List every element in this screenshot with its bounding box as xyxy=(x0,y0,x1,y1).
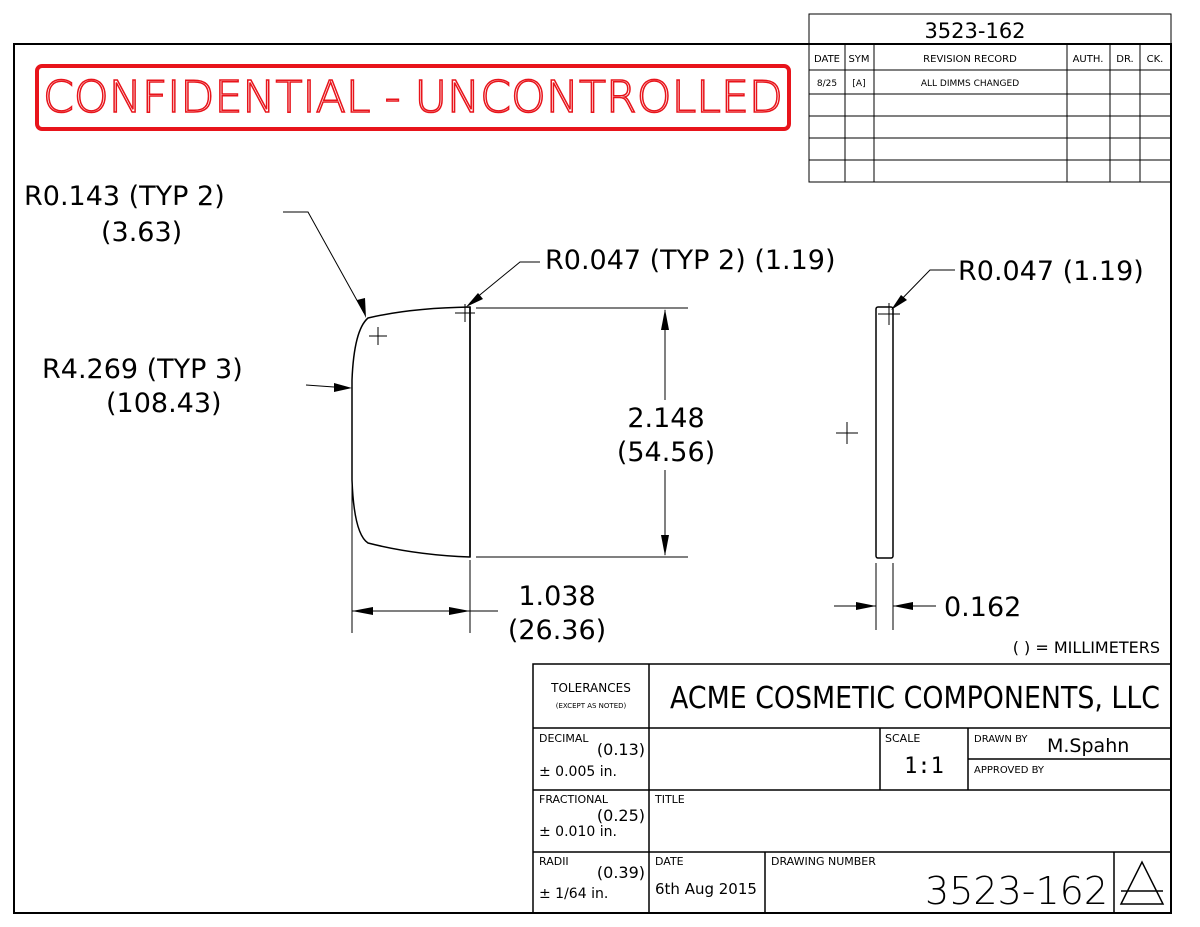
drawn-by-value: M.Spahn xyxy=(1047,735,1129,757)
revision-table: DATE SYM REVISION RECORD AUTH. DR. CK. 8… xyxy=(808,43,1172,183)
header-drawing-number: 3523-162 xyxy=(924,19,1025,43)
front-view xyxy=(351,304,688,633)
title-label: TITLE xyxy=(654,793,685,806)
date-value: 6th Aug 2015 xyxy=(655,880,757,898)
rev-header-date: DATE xyxy=(814,54,840,65)
callout-r0143-mm: (3.63) xyxy=(101,217,182,248)
title-block: TOLERANCES (EXCEPT AS NOTED) ACME COSMET… xyxy=(532,663,1172,914)
dim-width-mm: (26.36) xyxy=(508,615,606,646)
decimal-mm: (0.13) xyxy=(597,740,645,759)
rev-header-auth: AUTH. xyxy=(1073,54,1104,65)
except-label: (EXCEPT AS NOTED) xyxy=(556,702,627,710)
company-name: ACME COSMETIC COMPONENTS, LLC xyxy=(670,681,1160,716)
confidential-stamp-text: CONFIDENTIAL - UNCONTROLLED xyxy=(43,72,783,123)
rev-header-dr: DR. xyxy=(1116,54,1133,65)
callout-r4269: R4.269 (TYP 3) xyxy=(42,354,243,385)
radii-value: ± 1/64 in. xyxy=(539,886,608,902)
callout-r0047: R0.047 (1.19) xyxy=(958,256,1144,287)
dim-width: 1.038 xyxy=(518,581,595,612)
side-view xyxy=(834,269,955,630)
radii-label: RADII xyxy=(539,855,569,868)
confidential-stamp: CONFIDENTIAL - UNCONTROLLED xyxy=(35,64,791,131)
callout-r0143: R0.143 (TYP 2) xyxy=(24,181,225,212)
drawn-by-label: DRAWN BY xyxy=(974,734,1028,745)
rev-header-record: REVISION RECORD xyxy=(923,54,1017,65)
dim-height-mm: (54.56) xyxy=(617,437,715,468)
rev-row-date: 8/25 xyxy=(817,79,837,89)
rev-row-description: ALL DIMMS CHANGED xyxy=(921,79,1019,89)
decimal-value: ± 0.005 in. xyxy=(539,764,617,780)
approved-by-label: APPROVED BY xyxy=(974,765,1045,776)
side-view-outline xyxy=(875,306,894,559)
drawing-number-label: DRAWING NUMBER xyxy=(771,855,876,868)
date-label: DATE xyxy=(655,855,684,868)
rev-row-sym: [A] xyxy=(852,79,865,89)
rev-header-sym: SYM xyxy=(848,54,869,65)
dim-height: 2.148 xyxy=(627,403,704,434)
callout-r4269-mm: (108.43) xyxy=(106,388,222,419)
tolerances-label: TOLERANCES xyxy=(550,681,631,695)
millimeters-note: ( ) = MILLIMETERS xyxy=(1013,638,1160,657)
leaders xyxy=(283,211,540,392)
revision-table-border xyxy=(808,43,1172,183)
fractional-label: FRACTIONAL xyxy=(539,793,609,806)
decimal-label: DECIMAL xyxy=(539,732,589,745)
scale-label: SCALE xyxy=(885,732,920,745)
rev-header-ck: CK. xyxy=(1147,54,1164,65)
sheet-border xyxy=(13,43,1172,914)
confidential-stamp-border xyxy=(35,64,791,131)
fractional-value: ± 0.010 in. xyxy=(539,824,617,840)
callout-r0047-typ: R0.047 (TYP 2) (1.19) xyxy=(545,245,836,276)
front-view-outline xyxy=(351,306,471,558)
revision-triangle-icon xyxy=(1119,860,1165,905)
fractional-mm: (0.25) xyxy=(597,806,645,825)
radii-mm: (0.39) xyxy=(597,863,645,882)
dim-thickness: 0.162 xyxy=(944,592,1021,623)
drawing-number-value: 3523-162 xyxy=(925,869,1108,913)
scale-value: 1:1 xyxy=(904,754,944,779)
